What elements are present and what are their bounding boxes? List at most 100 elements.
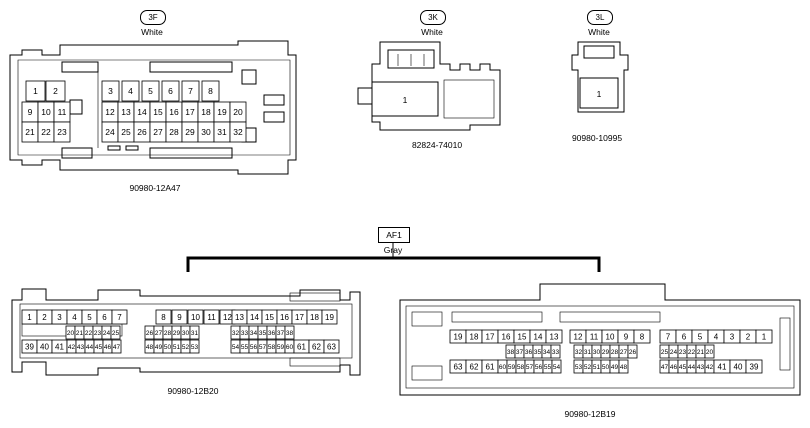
pin-af1r-19: 19: [454, 332, 463, 341]
pin-3f-2: 2: [53, 86, 58, 96]
pin-af1l-58: 58: [268, 344, 276, 351]
pin-af1r-62: 62: [470, 362, 479, 371]
pin-af1l-45: 45: [95, 344, 103, 351]
pin-af1r-12: 12: [574, 332, 583, 341]
pin-af1r-36: 36: [525, 349, 533, 356]
pin-3f-27: 27: [153, 127, 163, 137]
pin-3f-26: 26: [137, 127, 147, 137]
connector-af1-code: AF1: [378, 227, 410, 243]
pin-af1r-50: 50: [602, 364, 610, 371]
pin-3f-8-cell: [201, 80, 220, 102]
pin-af1r-28: 28: [611, 349, 619, 356]
pin-af1r-37: 37: [516, 349, 524, 356]
pin-3f-21: 21: [25, 127, 35, 137]
pin-af1l-62: 62: [312, 342, 321, 351]
pin-af1r-8-cell: [633, 329, 651, 344]
pin-af1r-13-cell: [545, 329, 563, 344]
pin-3f-1-cell: [25, 80, 46, 102]
pin-3f-5: 5: [148, 86, 153, 96]
pin-af1r-58: 58: [517, 364, 525, 371]
pin-3f-32: 32: [233, 127, 243, 137]
pin-af1l-47-cell: [111, 339, 122, 354]
pin-af1r-31: 31: [584, 349, 592, 356]
pin-af1r-49: 49: [611, 364, 619, 371]
pin-3f-13: 13: [121, 107, 131, 117]
pin-af1l-8: 8: [161, 313, 166, 322]
pin-3f-14: 14: [137, 107, 147, 117]
pin-af1l-53-cell: [189, 339, 200, 354]
pin-3f-23-cell: [53, 121, 71, 143]
pin-3f-8: 8: [208, 86, 213, 96]
pin-3f-7: 7: [188, 86, 193, 96]
connector-af1-right-housing: [399, 283, 801, 396]
pin-af1l-29: 29: [173, 330, 181, 337]
pin-af1l-6: 6: [102, 313, 107, 322]
pin-af1l-30: 30: [182, 330, 190, 337]
pin-af1r-15: 15: [518, 332, 527, 341]
pin-af1r-16: 16: [502, 332, 511, 341]
pin-3f-24: 24: [105, 127, 115, 137]
pin-af1l-38-cell: [284, 325, 295, 340]
pin-af1l-22: 22: [85, 330, 93, 337]
pin-af1r-53: 53: [575, 364, 583, 371]
pin-af1r-38: 38: [507, 349, 515, 356]
pin-af1r-45: 45: [679, 364, 687, 371]
pin-af1l-59: 59: [277, 344, 285, 351]
pin-3f-28: 28: [169, 127, 179, 137]
pin-af1l-53: 53: [191, 344, 199, 351]
pin-af1l-49: 49: [155, 344, 163, 351]
connector-af1-left-housing: [11, 288, 361, 376]
pin-af1l-19: 19: [325, 313, 334, 322]
pin-af1l-8-cell: [155, 309, 172, 325]
pin-af1l-25-cell: [110, 325, 121, 340]
pin-af1r-22: 22: [688, 349, 696, 356]
connector-3f-color: White: [141, 27, 163, 37]
pin-af1l-7-cell: [111, 309, 128, 325]
pin-af1r-4: 4: [714, 332, 719, 341]
pin-af1r-33-cell: [550, 344, 561, 359]
pin-af1r-11: 11: [590, 332, 599, 341]
pin-af1r-2: 2: [746, 332, 751, 341]
pin-af1l-40: 40: [40, 342, 49, 351]
pin-af1l-51: 51: [173, 344, 181, 351]
pin-af1r-25: 25: [661, 349, 669, 356]
pin-af1l-27: 27: [155, 330, 163, 337]
pin-af1r-1-cell: [755, 329, 773, 344]
pin-af1l-31: 31: [191, 330, 199, 337]
pin-af1l-56: 56: [250, 344, 258, 351]
pin-af1l-41: 41: [55, 342, 64, 351]
pin-af1r-26-cell: [627, 344, 638, 359]
pin-3f-15: 15: [153, 107, 163, 117]
pin-af1l-19-cell: [321, 309, 338, 325]
pin-af1l-15: 15: [265, 313, 274, 322]
pin-af1r-20-cell: [704, 344, 715, 359]
pin-af1l-16: 16: [280, 313, 289, 322]
pin-af1r-48-cell: [618, 359, 629, 374]
pin-3f-7-cell: [181, 80, 200, 102]
pin-af1r-10: 10: [606, 332, 615, 341]
pin-3f-31: 31: [217, 127, 227, 137]
pin-3f-16: 16: [169, 107, 179, 117]
pin-af1r-14: 14: [534, 332, 543, 341]
pin-af1l-34: 34: [250, 330, 258, 337]
pin-af1l-25: 25: [112, 330, 120, 337]
connector-3l-housing: [571, 41, 629, 113]
pin-3f-4: 4: [128, 86, 133, 96]
pin-af1r-29: 29: [602, 349, 610, 356]
pin-af1r-9: 9: [624, 332, 629, 341]
pin-af1l-52: 52: [182, 344, 190, 351]
pin-af1r-48: 48: [620, 364, 628, 371]
pin-3f-11: 11: [58, 107, 67, 117]
pin-af1l-39: 39: [25, 342, 34, 351]
pin-af1l-4: 4: [72, 313, 77, 322]
pin-af1l-20: 20: [67, 330, 75, 337]
pin-af1r-52: 52: [584, 364, 592, 371]
pin-3f-19: 19: [217, 107, 227, 117]
pin-af1l-33: 33: [241, 330, 249, 337]
pin-af1r-7: 7: [666, 332, 671, 341]
pin-3f-18: 18: [201, 107, 211, 117]
pin-af1l-32: 32: [232, 330, 240, 337]
pin-af1r-6: 6: [682, 332, 687, 341]
pin-af1r-46: 46: [670, 364, 678, 371]
